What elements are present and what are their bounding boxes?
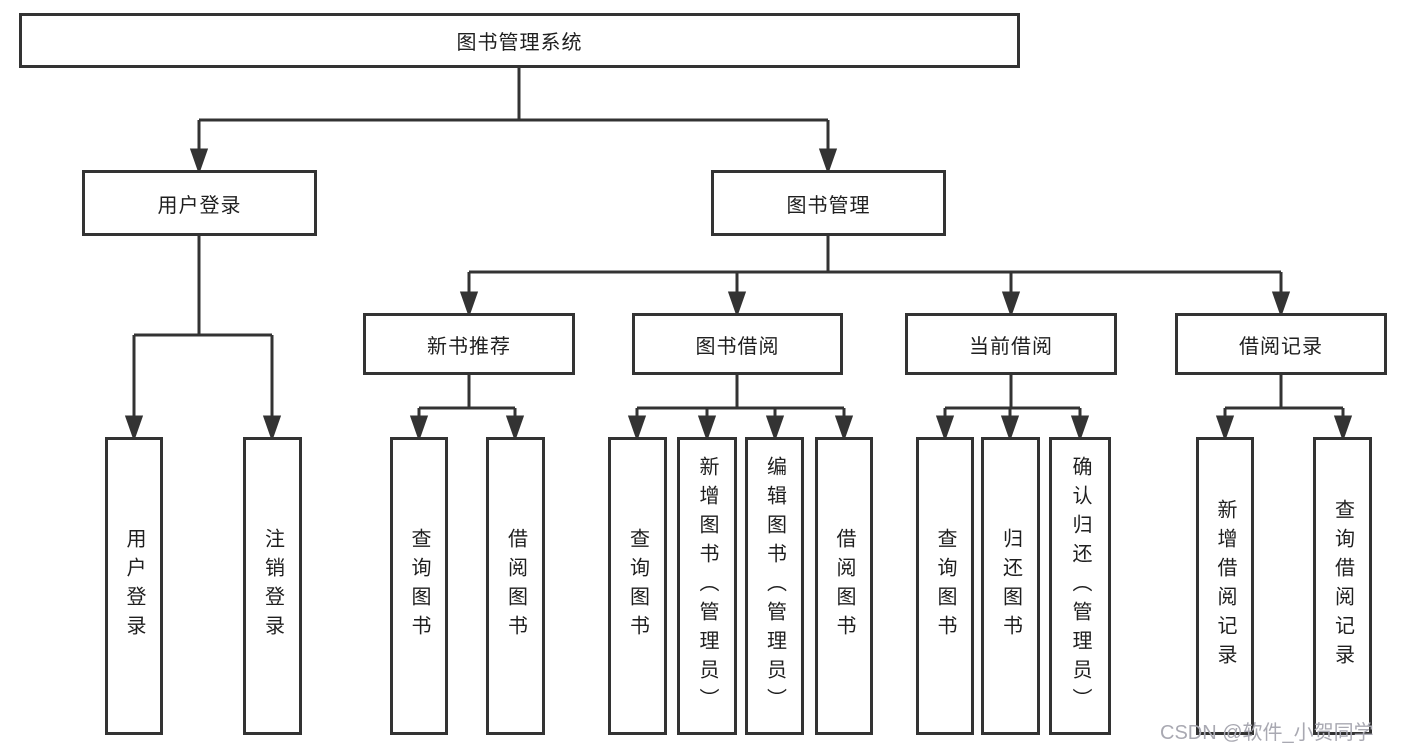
node-leaf-label: 查询借阅记录 [1331,499,1354,673]
node-leaf-user-login: 用户登录 [105,437,163,735]
node-leaf-label: 编辑图书（管理员） [763,455,786,717]
node-leaf-label: 查询图书 [934,528,956,644]
node-leaf-borrow-books: 借阅图书 [815,437,873,735]
node-leaf-add-borrow-record: 新增借阅记录 [1196,437,1254,735]
node-book-management: 图书管理 [711,170,946,236]
node-leaf-label: 注销登录 [261,528,284,644]
node-root: 图书管理系统 [19,13,1020,68]
node-leaf-query-books-borrowing: 查询图书 [608,437,667,735]
csdn-watermark: CSDN @软件_小贺同学 [1160,722,1374,744]
node-leaf-label: 查询图书 [626,528,649,644]
node-leaf-query-borrow-record: 查询借阅记录 [1313,437,1372,735]
node-user-login: 用户登录 [82,170,317,236]
node-leaf-borrow-books-recommend: 借阅图书 [486,437,545,735]
node-leaf-query-books-current: 查询图书 [916,437,974,735]
node-leaf-label: 用户登录 [123,528,145,644]
node-leaf-label: 确认归还（管理员） [1069,455,1091,717]
node-leaf-label: 查询图书 [408,528,430,644]
node-leaf-label: 新增借阅记录 [1214,499,1236,673]
node-book-borrowing: 图书借阅 [632,313,843,375]
node-leaf-add-books-admin: 新增图书（管理员） [677,437,737,735]
node-leaf-label: 归还图书 [999,528,1022,644]
node-borrow-records: 借阅记录 [1175,313,1387,375]
node-leaf-edit-books-admin: 编辑图书（管理员） [745,437,804,735]
node-leaf-query-books-recommend: 查询图书 [390,437,448,735]
node-leaf-label: 新增图书（管理员） [696,455,718,717]
node-leaf-logout: 注销登录 [243,437,302,735]
node-current-borrowing: 当前借阅 [905,313,1117,375]
node-leaf-label: 借阅图书 [833,528,855,644]
node-leaf-confirm-return-admin: 确认归还（管理员） [1049,437,1111,735]
node-leaf-return-books: 归还图书 [981,437,1040,735]
node-leaf-label: 借阅图书 [504,528,527,644]
node-new-book-recommend: 新书推荐 [363,313,575,375]
